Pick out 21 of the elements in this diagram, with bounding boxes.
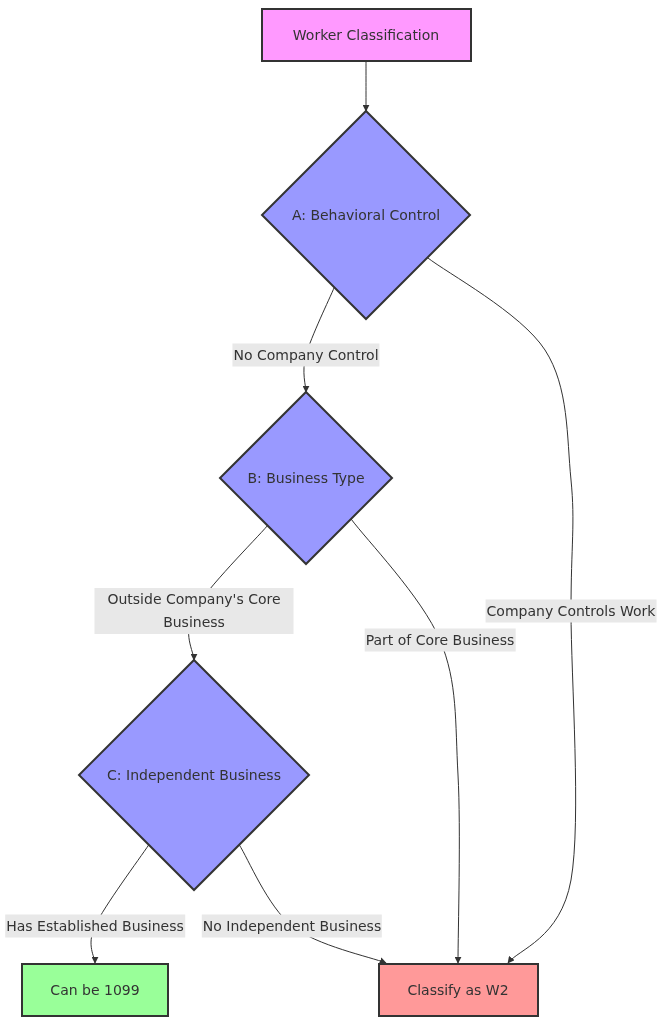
node-text: C: Independent Business (107, 767, 281, 783)
decision-diamond (220, 392, 392, 564)
node-text: Worker Classification (292, 27, 440, 43)
node-text: A: Behavioral Control (291, 207, 441, 223)
decision-diamond (79, 660, 309, 890)
edge-label: No Company Control (232, 343, 380, 367)
node-text: Classify as W2 (407, 982, 509, 998)
process-box (21, 963, 169, 1017)
node-text: Can be 1099 (50, 982, 140, 998)
edge-label: Outside Company's Core Business (94, 588, 294, 634)
decision-diamond (262, 111, 470, 319)
edge-label: Company Controls Work (485, 599, 657, 623)
arrow (350, 518, 462, 964)
arrow (426, 257, 577, 964)
process-box (260, 8, 472, 62)
edge-label: No Independent Business (201, 914, 383, 938)
arrow (362, 61, 370, 112)
process-box (377, 963, 539, 1017)
edge-label: Has Established Business (5, 914, 185, 938)
node-text: B: Business Type (247, 470, 365, 486)
edge-label: Part of Core Business (364, 628, 516, 652)
